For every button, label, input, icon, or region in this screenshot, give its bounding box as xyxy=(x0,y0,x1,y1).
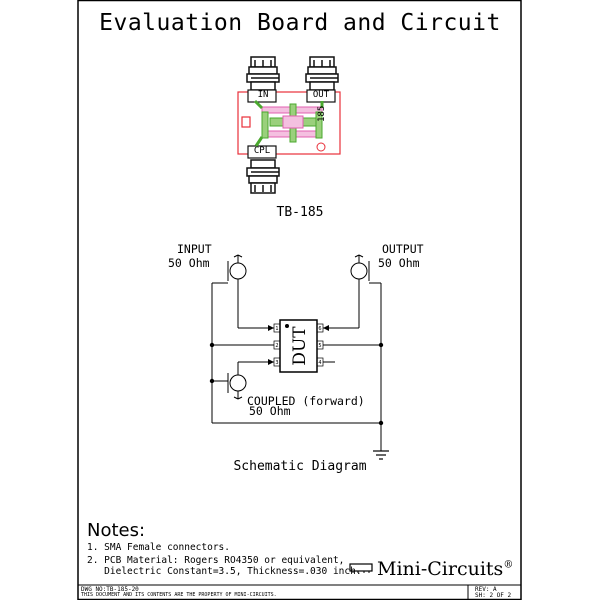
input-label: INPUT xyxy=(177,242,212,256)
board-port-in-label: IN xyxy=(257,90,269,100)
pin-1-number: 1 xyxy=(275,326,278,332)
board-name: TB-185 xyxy=(276,205,324,220)
pin-6-number: 6 xyxy=(318,326,321,332)
note-2-cont: Dielectric Constant=3.5, Thickness=.030 … xyxy=(87,566,362,577)
brand-name: Mini-Circuits® xyxy=(377,558,514,580)
board-traces xyxy=(253,99,324,147)
notes-heading: Notes: xyxy=(87,520,146,541)
note-2: 2. PCB Material: Rogers RO4350 or equiva… xyxy=(87,555,345,566)
output-label: OUTPUT xyxy=(382,242,424,256)
pin-5-number: 5 xyxy=(318,343,321,349)
pin-3-number: 3 xyxy=(275,360,278,366)
input-connector-symbol xyxy=(227,254,247,281)
coupled-label: COUPLED (forward) xyxy=(247,394,365,408)
board-port-cpl-label: CPL xyxy=(253,146,271,156)
dut-label: DUT xyxy=(290,326,310,366)
coupled-impedance: 50 Ohm xyxy=(249,404,291,418)
note-1: 1. SMA Female connectors. xyxy=(87,542,230,553)
mini-circuits-logo-icon xyxy=(349,563,373,573)
pin-4-number: 4 xyxy=(318,360,321,366)
coupled-connector-symbol xyxy=(227,373,247,400)
board-port-out-label: OUT xyxy=(312,90,330,100)
property-notice: THIS DOCUMENT AND ITS CONTENTS ARE THE P… xyxy=(81,592,277,598)
output-connector-symbol xyxy=(350,254,370,281)
sma-connector-cpl xyxy=(246,159,280,194)
drawing-number: DWG NO:TB-185-20 xyxy=(81,586,139,593)
revision: REV: A xyxy=(475,586,497,593)
schematic-caption: Schematic Diagram xyxy=(233,459,367,474)
page-title: Evaluation Board and Circuit xyxy=(99,10,501,36)
output-impedance: 50 Ohm xyxy=(378,256,420,270)
sma-connector-out xyxy=(305,56,339,91)
pin-2-number: 2 xyxy=(275,343,278,349)
sheet-number: SH: 2 OF 2 xyxy=(475,592,512,599)
input-impedance: 50 Ohm xyxy=(168,256,210,270)
